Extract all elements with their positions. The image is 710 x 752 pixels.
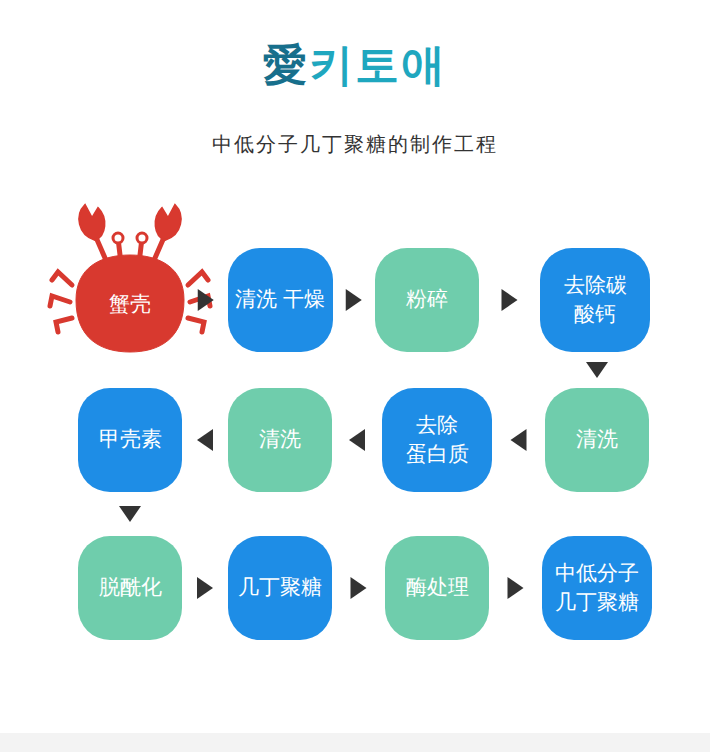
process-box: 清洗 干燥 — [228, 248, 333, 352]
node-label: 去除 蛋白质 — [389, 411, 485, 470]
footer-band — [0, 733, 710, 752]
flow-arrow — [184, 289, 228, 311]
node-label: 去除碳 酸钙 — [547, 271, 643, 330]
node-label: 蟹壳 — [109, 290, 151, 319]
flow-arrow — [182, 577, 228, 599]
flow-arrow — [479, 289, 540, 311]
node-label: 清洗 干燥 — [235, 285, 326, 314]
process-box: 去除 蛋白质 — [382, 388, 492, 492]
process-box: 几丁聚糖 — [228, 536, 332, 640]
process-box: 中低分子 几丁聚糖 — [542, 536, 652, 640]
node-label: 脱酰化 — [99, 573, 162, 602]
process-box: 粉碎 — [375, 248, 479, 352]
process-box: 甲壳素 — [78, 388, 182, 492]
flow-arrow — [492, 429, 545, 451]
diagram-title: 中低分子几丁聚糖的制作工程 — [0, 131, 710, 158]
process-box: 脱酰化 — [78, 536, 182, 640]
node-label: 清洗 — [259, 425, 301, 454]
node-label: 清洗 — [576, 425, 618, 454]
flow-arrow — [119, 492, 141, 536]
crab-node: 蟹壳 — [76, 257, 184, 353]
flow-arrow — [332, 429, 382, 451]
process-box: 酶处理 — [385, 536, 489, 640]
node-label: 酶处理 — [406, 573, 469, 602]
node-label: 粉碎 — [406, 285, 448, 314]
process-box: 清洗 — [545, 388, 649, 492]
brand-logo: 愛키토애 — [0, 36, 710, 95]
flow-arrow — [586, 352, 608, 388]
flow-arrow — [489, 577, 542, 599]
process-box: 清洗 — [228, 388, 332, 492]
node-label: 中低分子 几丁聚糖 — [549, 559, 645, 618]
flow-arrow — [182, 429, 228, 451]
process-box: 去除碳 酸钙 — [540, 248, 650, 352]
flow-arrow — [332, 577, 385, 599]
node-label: 甲壳素 — [99, 425, 162, 454]
flow-arrow — [333, 289, 376, 311]
node-label: 几丁聚糖 — [238, 573, 322, 602]
